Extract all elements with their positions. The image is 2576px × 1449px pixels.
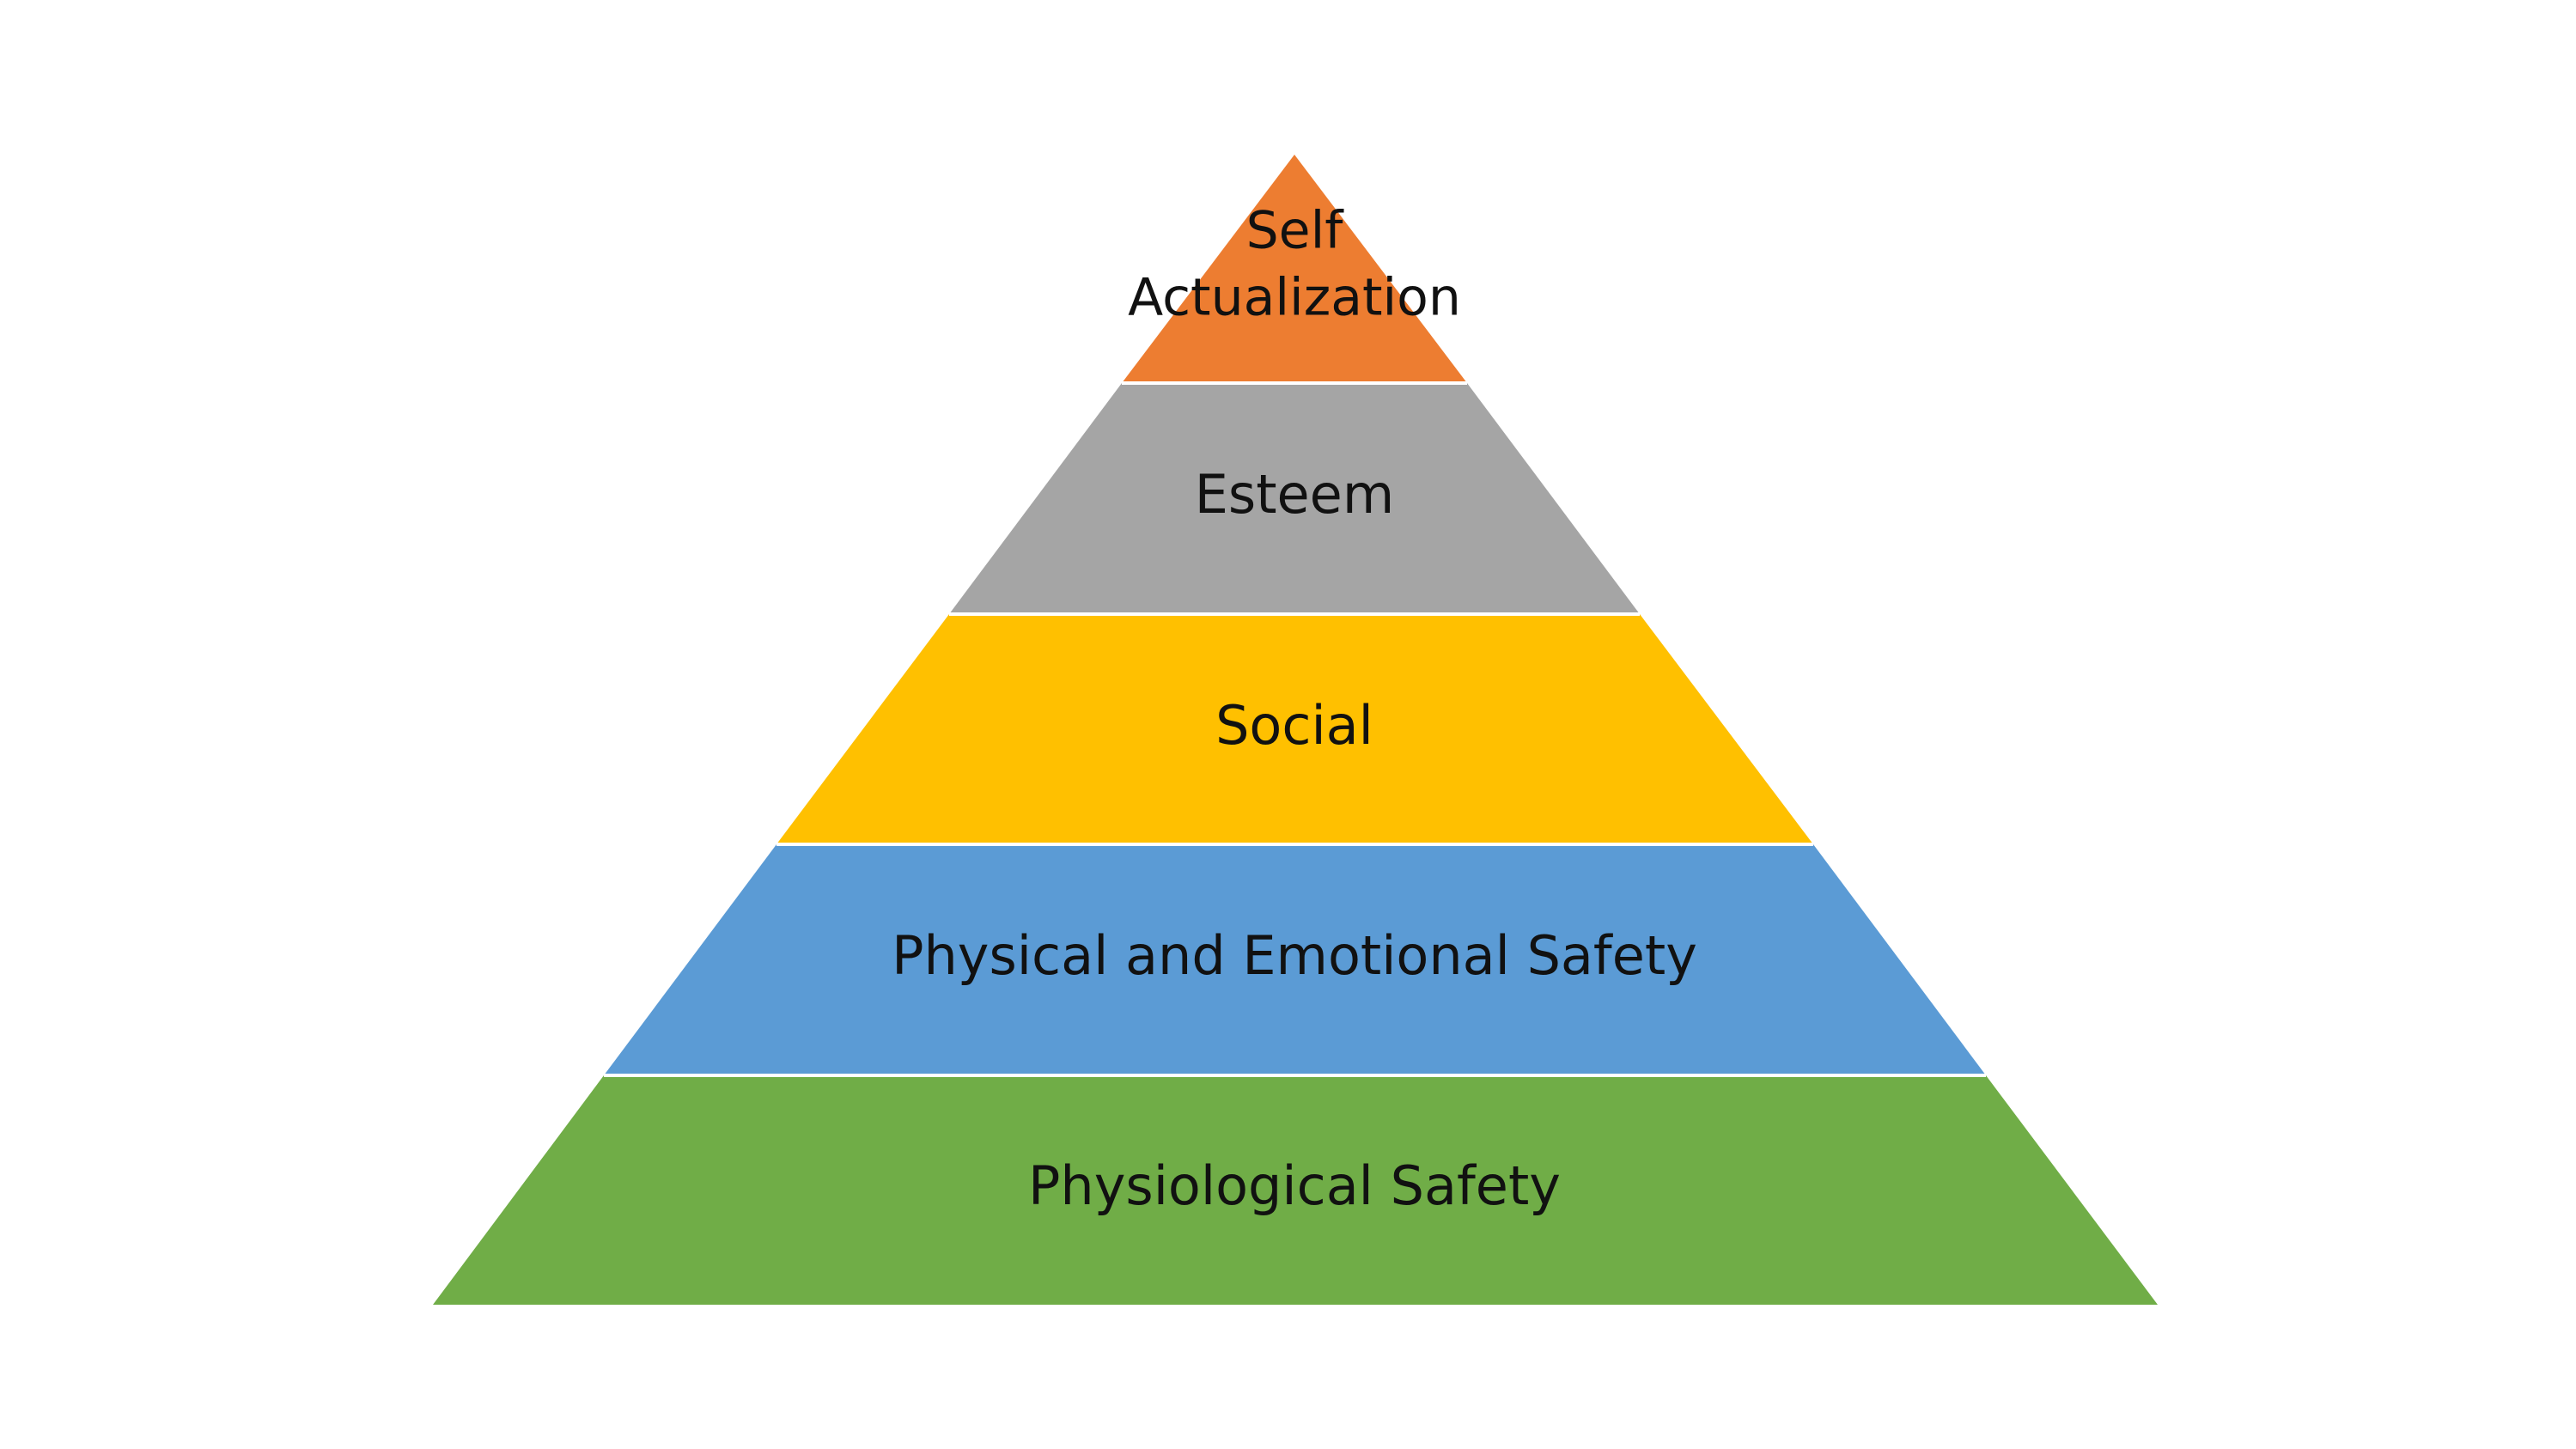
tier-label-line-1: Self [1246,201,1345,261]
tier-label: Physical and Emotional Safety [892,924,1697,987]
tier-shape [776,614,1813,844]
pyramid-tier-physical-emotional-safety: Physical and Emotional Safety [604,844,1986,1075]
pyramid-tier-physiological-safety: Physiological Safety [433,1075,2158,1305]
tier-label: Physiological Safety [1028,1154,1561,1217]
tier-shape [949,383,1640,614]
tier-shape [1122,155,1467,383]
tier-label: Social [1215,694,1373,757]
pyramid-tier-social: Social [776,614,1813,844]
tier-shape [604,844,1986,1075]
tier-label: Esteem [1195,463,1394,526]
pyramid-tier-self-actualization: Self Actualization [1122,155,1467,383]
tier-label-line-2: Actualization [1128,268,1461,328]
pyramid-tier-esteem: Esteem [949,383,1640,614]
tier-shape [433,1075,2158,1305]
